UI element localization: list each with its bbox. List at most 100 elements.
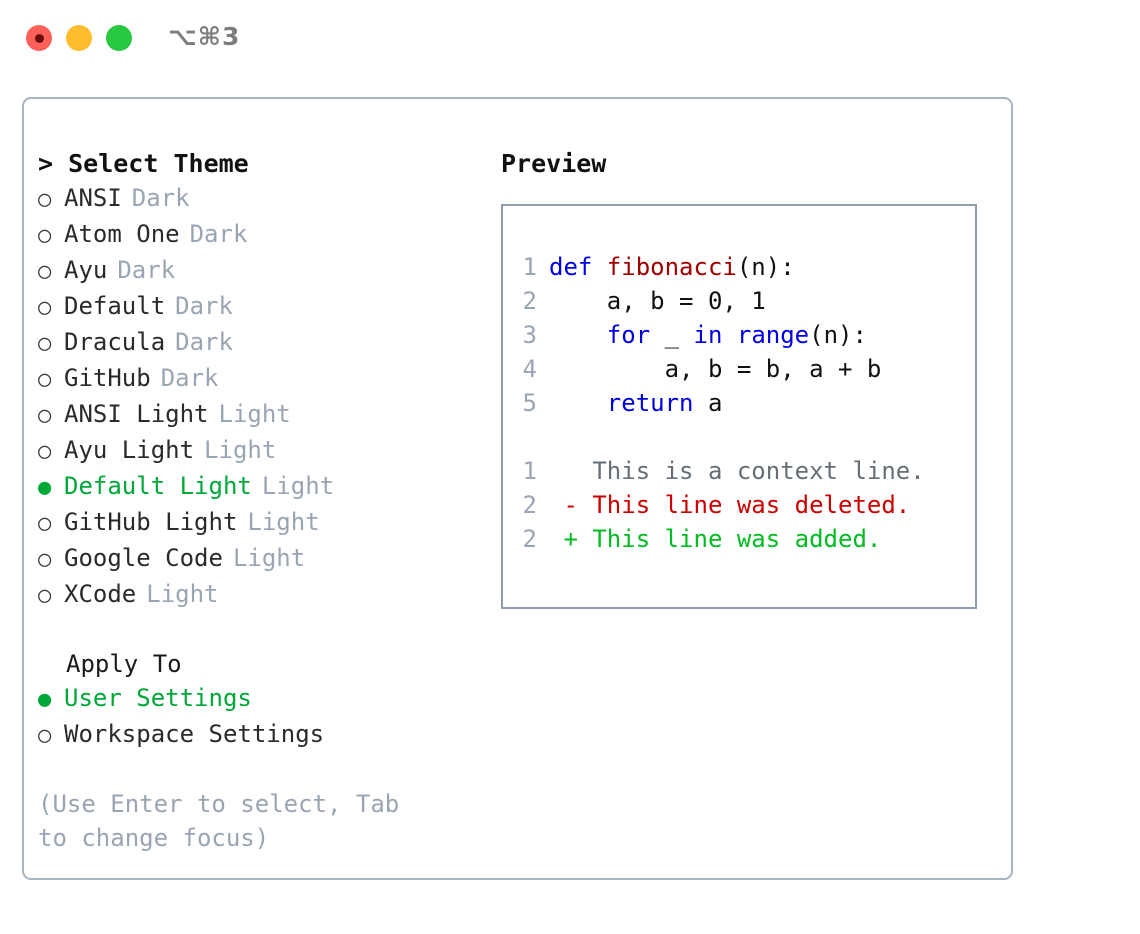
radio-unselected-icon: ○ (38, 187, 52, 212)
title-bar: ⌥⌘3 (0, 0, 1140, 76)
theme-option-github-light[interactable]: ○ GitHub Light Light (38, 505, 498, 541)
theme-option-label: ANSI Light (64, 400, 209, 428)
theme-option-label: GitHub Light (64, 508, 238, 536)
code-token: in (693, 321, 723, 349)
close-button[interactable] (26, 25, 52, 51)
diff-text: This line was added. (592, 525, 882, 553)
radio-unselected-icon: ○ (38, 723, 52, 748)
diff-line-del: 2 - This line was deleted. (517, 488, 925, 522)
code-token: (n): (736, 253, 795, 281)
radio-unselected-icon: ○ (38, 403, 52, 428)
radio-unselected-icon: ○ (38, 367, 52, 392)
radio-unselected-icon: ○ (38, 223, 52, 248)
theme-option-label: ANSI (64, 184, 122, 212)
code-token (722, 321, 736, 349)
theme-option-tag: Dark (160, 364, 219, 392)
theme-option-atom-one[interactable]: ○ Atom One Dark (38, 217, 498, 253)
radio-unselected-icon: ○ (38, 295, 52, 320)
code-token: def (549, 253, 607, 281)
diff-marker: - (549, 491, 593, 519)
radio-selected-icon: ● (38, 687, 52, 712)
diff-line-add: 2 + This line was added. (517, 522, 925, 556)
keyboard-hint-text: (Use Enter to select, Tab to change focu… (38, 790, 414, 852)
code-line: 2 a, b = 0, 1 (517, 284, 925, 318)
diff-line-ctx: 1 This is a context line. (517, 454, 925, 488)
code-blank-line (517, 420, 925, 454)
line-number: 4 (522, 355, 537, 383)
theme-option-label: Atom One (64, 220, 180, 248)
apply-to-option-user-settings[interactable]: ● User Settings (38, 681, 498, 717)
theme-option-tag: Light (204, 436, 277, 464)
radio-selected-icon: ● (38, 475, 52, 500)
code-line: 4 a, b = b, a + b (517, 352, 925, 386)
theme-option-github[interactable]: ○ GitHub Dark (38, 361, 498, 397)
theme-option-label: XCode (64, 580, 137, 608)
theme-option-tag: Light (232, 544, 306, 572)
minimize-button[interactable] (66, 25, 92, 51)
theme-option-xcode[interactable]: ○ XCode Light (38, 577, 498, 613)
window-controls (26, 25, 132, 51)
theme-option-label: Ayu Light (64, 436, 195, 464)
diff-marker (549, 457, 592, 485)
theme-option-ansi[interactable]: ○ ANSI Dark (38, 181, 498, 217)
theme-option-label: Dracula (64, 328, 166, 356)
maximize-button[interactable] (106, 25, 132, 51)
code-line: 3 for _ in range(n): (517, 318, 925, 352)
code-token: return (606, 389, 694, 417)
apply-to-option-workspace-settings[interactable]: ○ Workspace Settings (38, 717, 498, 753)
theme-option-tag: Dark (175, 328, 233, 356)
line-number: 1 (522, 253, 537, 281)
code-token: _ (650, 321, 694, 349)
code-line: 5 return a (517, 386, 925, 420)
apply-to-option-label: Workspace Settings (64, 720, 325, 748)
code-token: range (736, 321, 810, 349)
theme-option-tag: Light (261, 472, 335, 500)
line-number: 2 (522, 525, 537, 553)
line-number: 1 (522, 457, 537, 485)
radio-unselected-icon: ○ (38, 259, 52, 284)
apply-to-list[interactable]: ● User Settings ○ Workspace Settings (38, 681, 498, 753)
radio-unselected-icon: ○ (38, 439, 52, 464)
diff-text: This is a context line. (592, 457, 925, 485)
theme-option-tag: Light (247, 508, 320, 536)
keyboard-shortcut-label: ⌥⌘3 (168, 22, 241, 51)
code-token: a, b = 0, 1 (549, 287, 766, 315)
line-number: 5 (522, 389, 537, 417)
apply-to-title: Apply To (66, 650, 182, 678)
code-token (549, 389, 607, 417)
radio-unselected-icon: ○ (38, 583, 52, 608)
theme-option-tag: Light (218, 400, 291, 428)
theme-option-tag: Dark (131, 184, 190, 212)
line-number: 2 (522, 287, 537, 315)
theme-option-dracula[interactable]: ○ Dracula Dark (38, 325, 498, 361)
code-token: for (606, 321, 651, 349)
line-number: 2 (522, 491, 537, 519)
theme-option-label: Default (64, 292, 166, 320)
code-line: 1 def fibonacci(n): (517, 250, 925, 284)
code-token: fibonacci (606, 253, 737, 281)
apply-to-option-label: User Settings (64, 684, 252, 712)
theme-option-tag: Dark (189, 220, 248, 248)
apply-to-section: Apply To ● User Settings ○ Workspace Settin… (38, 647, 498, 753)
radio-unselected-icon: ○ (38, 511, 52, 536)
theme-option-tag: Light (146, 580, 219, 608)
theme-option-label: GitHub (64, 364, 151, 392)
theme-option-ayu-light[interactable]: ○ Ayu Light Light (38, 433, 498, 469)
code-token (549, 321, 607, 349)
diff-marker: + (549, 525, 593, 553)
radio-unselected-icon: ○ (38, 331, 52, 356)
theme-option-tag: Dark (117, 256, 176, 284)
theme-option-ansi-light[interactable]: ○ ANSI Light Light (38, 397, 498, 433)
diff-text: This line was deleted. (592, 491, 911, 519)
theme-option-label: Google Code (64, 544, 223, 572)
